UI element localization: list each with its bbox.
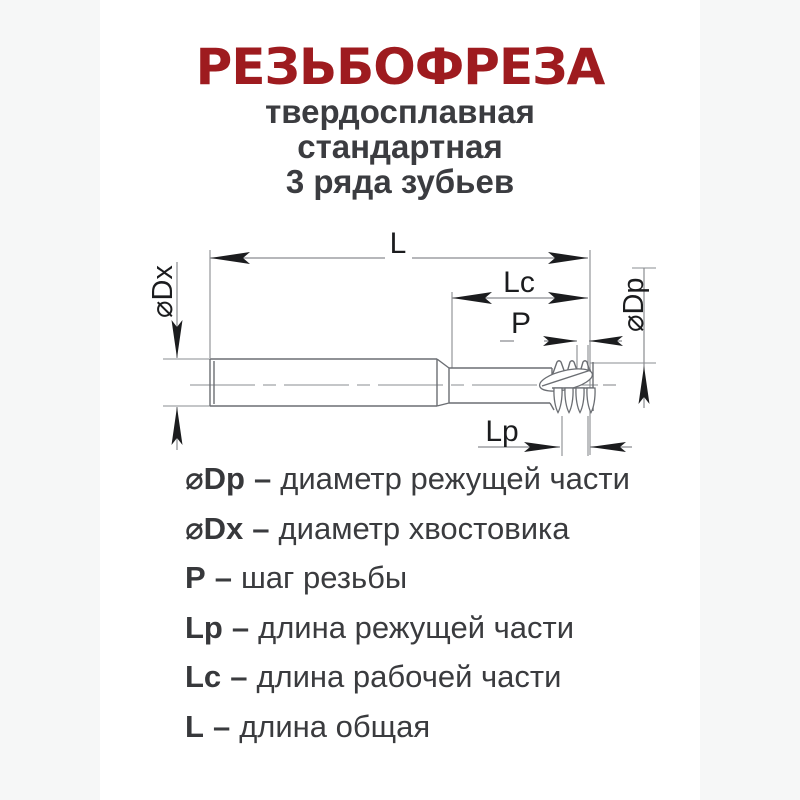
legend-description: длина рабочей части (256, 659, 562, 694)
dim-l-arrow-left (210, 252, 250, 264)
thread-mill-outline (209, 358, 596, 414)
bottom-tooth-3 (575, 387, 585, 414)
legend-description: диаметр режущей части (280, 461, 630, 496)
dimension-p: P (500, 307, 623, 346)
head-bottom-left-step (549, 402, 555, 411)
legend-description: шаг резьбы (240, 560, 408, 595)
subtitle-line-3: 3 ряда зубьев (285, 163, 515, 200)
legend-description: диаметр хвостовика (278, 510, 570, 546)
dim-l-arrow-right (548, 252, 588, 264)
dim-lp-arrow-right (524, 442, 560, 452)
legend-symbol: L (185, 708, 204, 744)
header: РЕЗЬБОФРЕЗА твердосплавная стандартная 3… (100, 40, 700, 199)
dim-dx-arrow-up (171, 407, 183, 445)
bottom-tooth-4 (586, 387, 596, 414)
dim-p-arrow-left (589, 336, 623, 346)
legend-description: длина режущей части (258, 609, 575, 645)
dim-lp-arrow-left (590, 442, 626, 452)
legend-item-lc: Lc–длина рабочей части (185, 652, 630, 702)
legend-separator: – (230, 659, 248, 694)
legend-description: длина общая (239, 708, 431, 744)
legend-symbol: ⌀Dp (185, 461, 245, 496)
legend: ⌀Dp–диаметр режущей части ⌀Dx–диаметр хв… (185, 454, 630, 751)
subtitle-line-1: твердосплавная (265, 93, 535, 130)
legend-symbol: Lp (185, 609, 223, 645)
dimension-lc: Lc (452, 266, 588, 304)
left-margin-band (0, 0, 100, 800)
product-title: РЕЗЬБОФРЕЗА (195, 38, 606, 96)
neck (449, 367, 552, 404)
right-margin-band (700, 0, 800, 800)
legend-item-dp: ⌀Dp–диаметр режущей части (185, 454, 630, 504)
legend-symbol: ⌀Dx (185, 510, 244, 546)
dim-label-dp: ⌀Dp (618, 277, 650, 332)
top-thread-teeth (551, 360, 592, 379)
legend-item-p: P–шаг резьбы (185, 553, 630, 603)
dimension-l: L (210, 227, 588, 264)
shank (209, 358, 438, 407)
legend-separator: – (214, 560, 232, 595)
dim-label-p: P (511, 307, 531, 340)
dim-label-lc: Lc (503, 266, 535, 299)
flute-cutting-edge (541, 369, 592, 387)
ext-lines-lp (561, 416, 589, 456)
bottom-tooth-2 (564, 387, 574, 414)
dimension-dp: ⌀Dp (618, 268, 650, 408)
dim-dx-arrow-down (171, 320, 183, 358)
dimension-lp: Lp (478, 415, 632, 452)
dim-label-l: L (390, 227, 407, 260)
dim-lc-arrow-right (548, 292, 588, 304)
extension-lines (163, 250, 656, 456)
legend-separator: – (231, 609, 250, 645)
bottom-tooth-1 (553, 387, 563, 414)
dim-lc-arrow-left (452, 292, 492, 304)
legend-separator: – (254, 461, 272, 496)
legend-item-l: L–длина общая (185, 702, 630, 752)
dim-label-dx: ⌀Dx (147, 265, 179, 318)
legend-separator: – (252, 510, 270, 546)
legend-item-dx: ⌀Dx–диаметр хвостовика (185, 504, 630, 554)
legend-separator: – (212, 708, 231, 744)
ext-lines-dx (163, 358, 210, 407)
legend-item-lp: Lp–длина режущей части (185, 603, 630, 653)
legend-symbol: Lc (185, 659, 222, 694)
taper (436, 358, 450, 407)
dim-dp-arrow-up (638, 366, 650, 404)
dim-label-lp: Lp (485, 415, 518, 448)
legend-symbol: P (185, 560, 206, 595)
dimension-dx: ⌀Dx (147, 262, 183, 450)
subtitle-line-2: стандартная (297, 128, 503, 165)
dim-p-arrow-right (543, 336, 577, 346)
